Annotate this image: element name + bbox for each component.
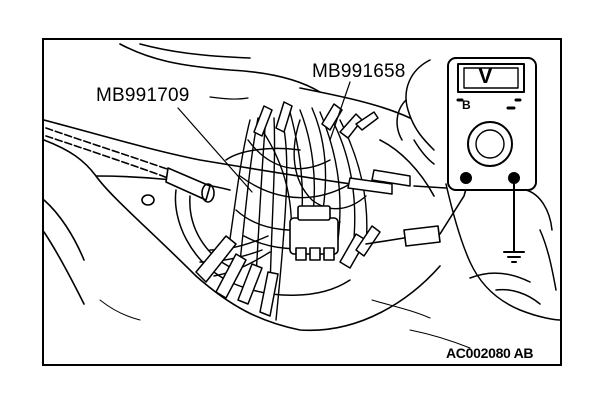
tool-label-mb991658: MB991658 <box>312 61 406 82</box>
meter-range-mark: B <box>462 98 471 112</box>
hatching <box>99 299 471 349</box>
alligator-clips <box>195 101 411 317</box>
probe-leads <box>365 181 469 247</box>
leader-lines <box>177 81 351 193</box>
harness-connector <box>289 205 339 261</box>
harness-cable <box>45 127 215 203</box>
tool-label-mb991709: MB991709 <box>96 85 190 106</box>
meter-display-symbol: V <box>478 63 493 88</box>
hand <box>396 59 560 321</box>
body-panel <box>44 43 441 332</box>
figure-id: AC002080 AB <box>446 345 534 361</box>
multimeter <box>447 57 537 263</box>
